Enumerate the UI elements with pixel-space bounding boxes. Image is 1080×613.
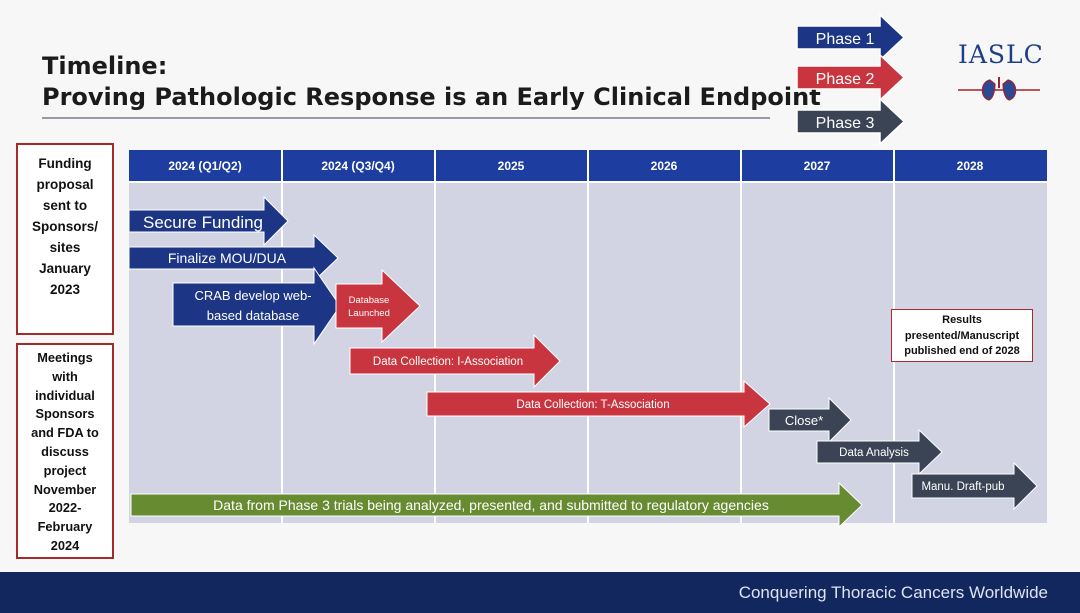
task-label: Close*	[785, 413, 823, 428]
task-label: Secure Funding	[143, 213, 263, 232]
secure-funding-arrow	[128, 195, 289, 247]
close-arrow	[768, 396, 852, 444]
column-label: 2026	[651, 159, 678, 173]
legend-phase-2	[796, 53, 906, 102]
task-label: Data from Phase 3 trials being analyzed,…	[213, 497, 769, 513]
data-collection-t-arrow	[426, 379, 771, 429]
column-label: 2028	[957, 159, 984, 173]
title-line-1: Timeline:	[42, 52, 168, 80]
task-label: Data Collection: T-Association	[516, 399, 669, 411]
iaslc-logo: IASLC	[958, 40, 1044, 69]
title-line-2: Proving Pathologic Response is an Early …	[42, 83, 821, 111]
column-label: 2025	[498, 159, 525, 173]
lungs-icon	[958, 77, 1040, 101]
task-label: based database	[207, 308, 300, 323]
footer-band: Conquering Thoracic Cancers Worldwide	[0, 572, 1080, 613]
task-label: CRAB develop web-	[194, 288, 311, 303]
column-label: 2024 (Q1/Q2)	[168, 159, 241, 173]
database-launched-arrow	[335, 268, 421, 344]
phase3-trials-arrow	[130, 481, 863, 529]
legend-phase-1	[796, 13, 906, 62]
task-label: Manu. Draft-pub	[921, 481, 1004, 493]
task-label: Data Collection: I-Association	[373, 356, 523, 368]
meetings-note: Meetings with individual Sponsors and FD…	[16, 343, 114, 559]
title-underline	[42, 117, 770, 119]
crab-database-arrow	[172, 266, 341, 346]
footer-tagline: Conquering Thoracic Cancers Worldwide	[738, 583, 1048, 602]
column-label: 2024 (Q3/Q4)	[321, 159, 394, 173]
results-note: Results presented/Manuscript published e…	[891, 309, 1033, 362]
task-label: Data Analysis	[839, 447, 909, 459]
legend-label: Phase 3	[816, 115, 875, 132]
task-label: Finalize MOU/DUA	[168, 250, 287, 266]
data-collection-i-arrow	[349, 333, 561, 389]
legend-label: Phase 2	[816, 71, 875, 88]
column-label: 2027	[804, 159, 831, 173]
manuscript-draft-arrow	[911, 461, 1038, 511]
task-label: Launched	[348, 308, 390, 319]
legend-phase-3	[796, 97, 906, 146]
task-label: Database	[349, 295, 390, 306]
finalize-mou-arrow	[128, 233, 339, 283]
funding-note: Funding proposal sent to Sponsors/ sites…	[16, 143, 114, 335]
data-analysis-arrow	[816, 428, 943, 476]
legend-label: Phase 1	[816, 31, 875, 48]
